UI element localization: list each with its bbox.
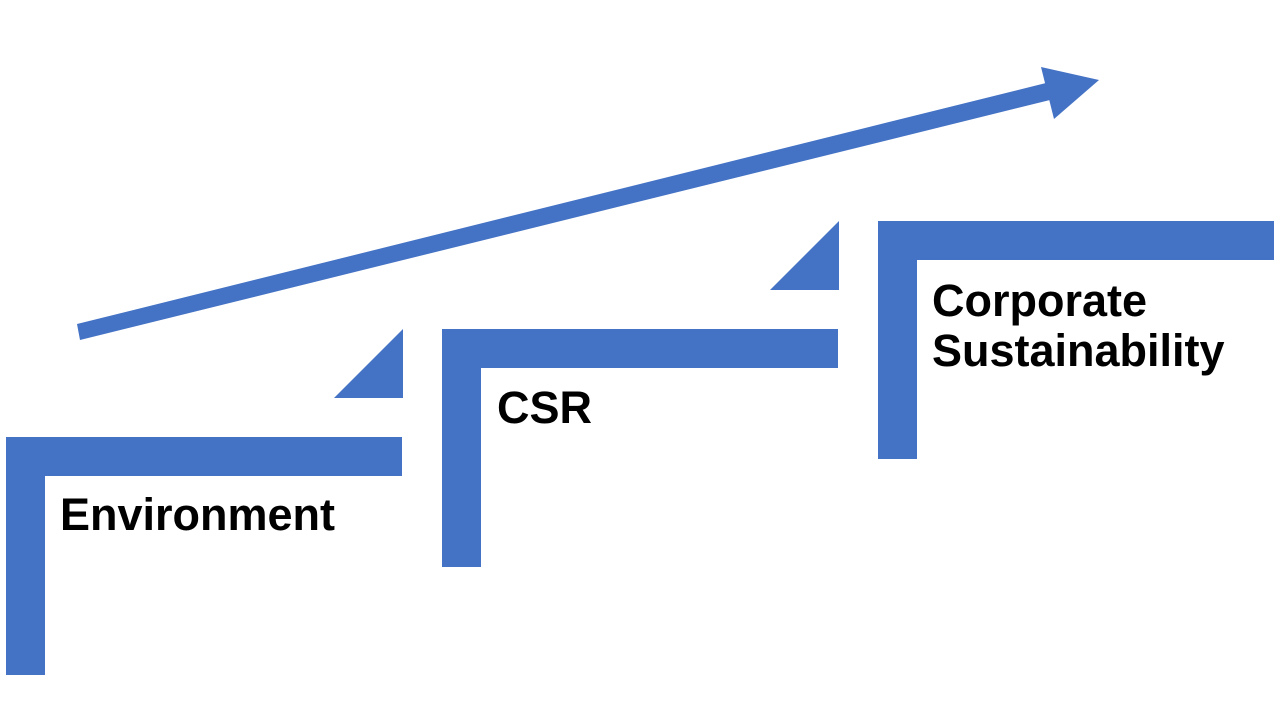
step-label-line: CSR — [497, 382, 593, 433]
step-label-line: Sustainability — [932, 325, 1225, 376]
step-label-environment: Environment — [60, 490, 335, 540]
step-csr — [442, 221, 839, 567]
step-riser-triangle-2 — [770, 221, 839, 290]
step-label-corporate-sustainability: Corporate Sustainability — [932, 276, 1225, 376]
step-environment — [6, 329, 403, 675]
step-corporate-sustainability — [878, 221, 1274, 459]
step-riser-triangle-1 — [334, 329, 403, 398]
step-label-line: Environment — [60, 489, 336, 540]
step-bracket-1 — [6, 437, 402, 675]
progression-arrow — [77, 67, 1099, 340]
arrow-head — [1041, 67, 1099, 119]
step-bracket-3 — [878, 221, 1274, 459]
step-label-csr: CSR — [497, 383, 592, 433]
step-label-line: Corporate — [932, 275, 1148, 326]
arrow-shaft — [77, 83, 1050, 340]
step-bracket-2 — [442, 329, 838, 567]
